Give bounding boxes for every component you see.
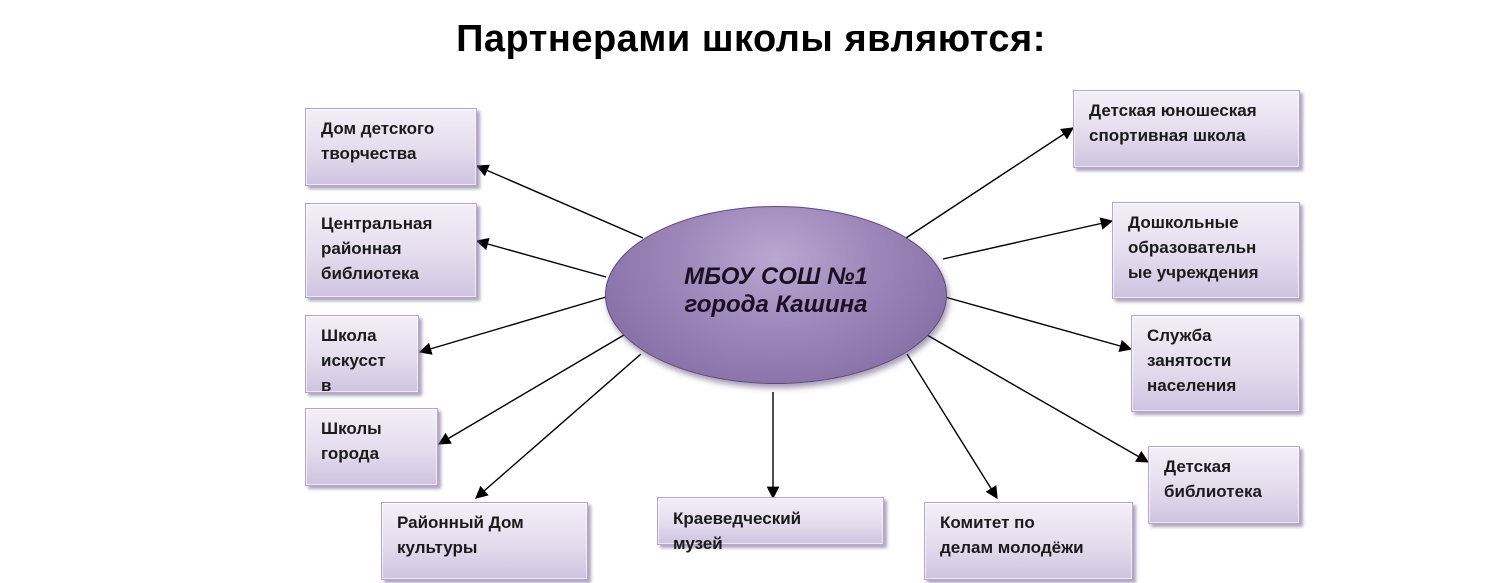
partner-shkoly-goroda: Школы города [305, 408, 438, 486]
partner-biblioteka-detskaya: Детская библиотека [1148, 446, 1300, 524]
partner-biblioteka-central: Центральная районная библиотека [305, 203, 477, 298]
partner-komitet: Комитет по делам молодёжи [924, 502, 1133, 580]
central-node-label: МБОУ СОШ №1 города Кашина [684, 263, 868, 318]
page-title: Партнерами школы являются: [456, 18, 1046, 60]
partner-sportshkola: Детская юношеская спортивная школа [1073, 90, 1300, 168]
partner-dom-tvorchestva: Дом детского творчества [305, 108, 477, 186]
central-node-school: МБОУ СОШ №1 города Кашина [605, 206, 947, 384]
partner-shkola-iskusstv: Школа искусст в [305, 315, 419, 395]
arrow-sluzhba [944, 296, 1133, 353]
arrow-shkoly-goroda [437, 334, 625, 445]
partner-doshkolnye: Дошкольные образовательн ые учреждения [1112, 202, 1300, 299]
arrow-doshkolnye [942, 217, 1114, 260]
arrow-komitet [906, 353, 998, 500]
arrow-dom-kultury [475, 353, 642, 499]
arrow-biblioteka-detskaya [926, 334, 1150, 463]
arrow-sportshkola [905, 127, 1075, 239]
arrow-shkola-iskusstv [418, 296, 607, 355]
arrow-dom-tvorchestva [475, 164, 644, 239]
partner-muzey: Краеведческий музей [657, 497, 884, 553]
arrow-biblioteka-central [475, 237, 607, 278]
partner-dom-kultury: Районный Дом культуры [381, 502, 588, 580]
partner-sluzhba: Служба занятости населения [1131, 315, 1300, 412]
